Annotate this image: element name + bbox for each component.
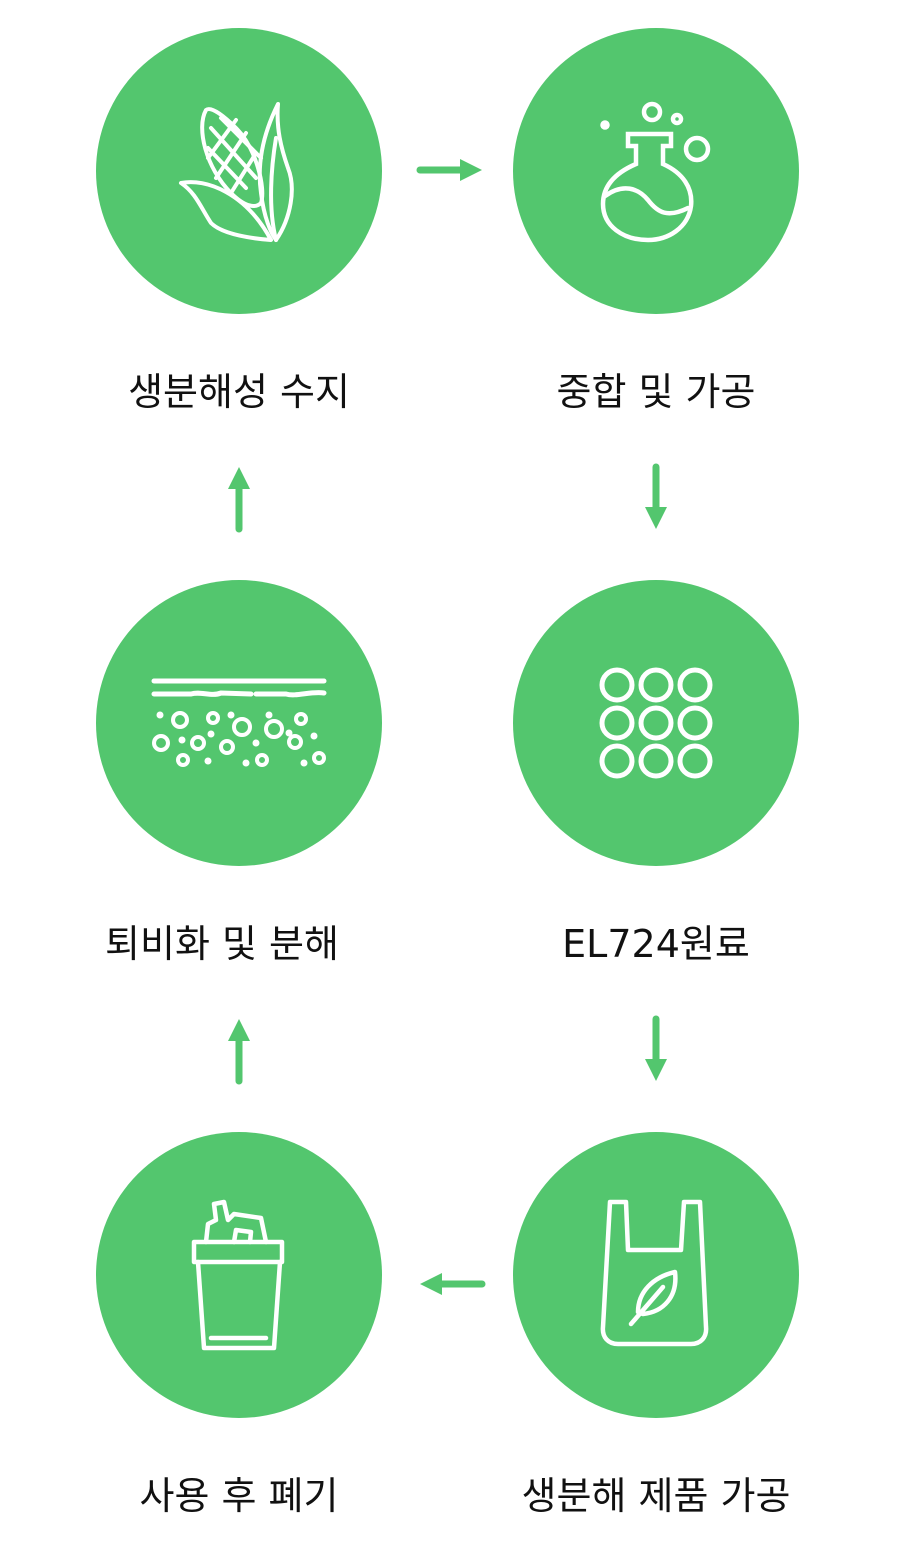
step-label-product: 생분해 제품 가공	[521, 1474, 791, 1518]
arrow-up-icon	[224, 463, 254, 533]
bag-icon	[600, 1199, 709, 1347]
step-circle-composting	[96, 580, 382, 866]
step-label-polymerization: 중합 및 가공	[556, 370, 756, 414]
arrow-down-icon	[641, 1015, 671, 1085]
arrow-up-icon	[224, 1015, 254, 1085]
arrow-right-icon	[416, 155, 486, 185]
step-circle-disposal	[96, 1132, 382, 1418]
pellets-icon	[599, 667, 713, 779]
step-circle-polymerization	[513, 28, 799, 314]
step-circle-product	[513, 1132, 799, 1418]
step-label-composting: 퇴비화 및 분해	[105, 922, 339, 966]
step-circle-el724	[513, 580, 799, 866]
arrow-down-icon	[641, 463, 671, 533]
flask-icon	[600, 101, 711, 243]
trash-bin-icon	[191, 1199, 285, 1351]
step-label-disposal: 사용 후 폐기	[139, 1474, 339, 1518]
step-label-resin: 생분해성 수지	[128, 370, 350, 414]
step-label-el724: EL724원료	[562, 922, 750, 966]
step-circle-resin	[96, 28, 382, 314]
soil-icon	[151, 678, 327, 767]
corn-icon	[179, 102, 294, 242]
arrow-left-icon	[416, 1269, 486, 1299]
